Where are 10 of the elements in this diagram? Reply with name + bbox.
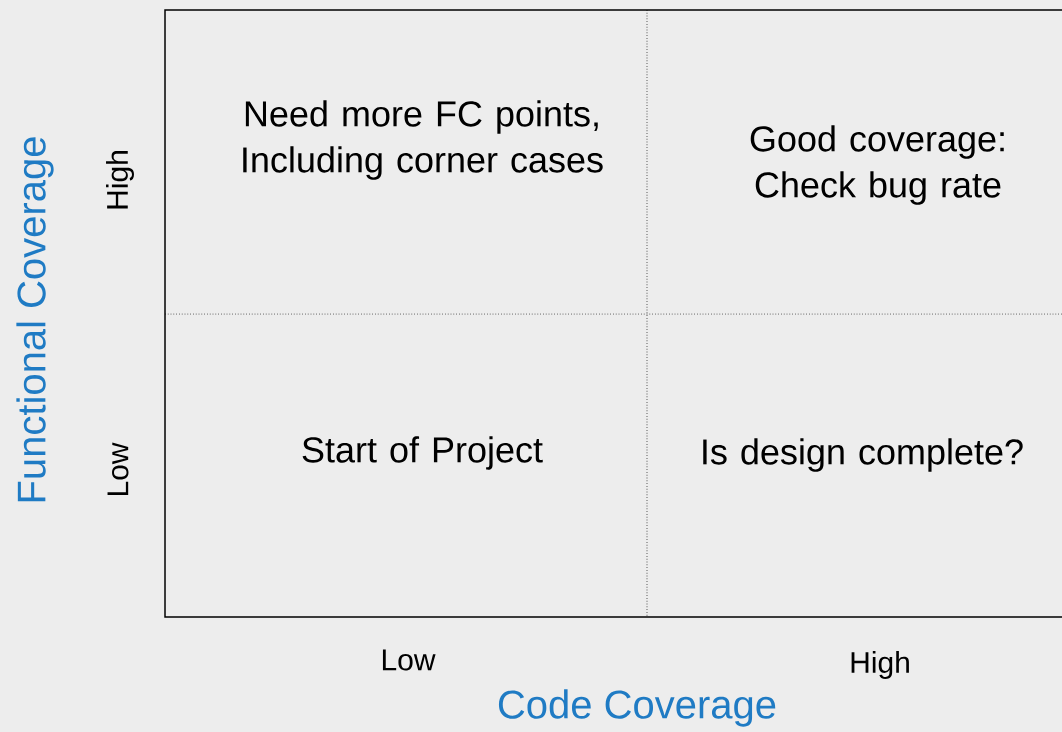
axis-tick-label: Low [382, 649, 436, 671]
quadrant-text: Is design complete? [703, 438, 1023, 472]
axis-title: Code Coverage [498, 689, 776, 727]
quadrant-text: Good coverage: Check bug rate [750, 125, 1004, 205]
axis-tick-label: High [851, 651, 909, 679]
quadrant-text: Start of Project [302, 436, 543, 470]
quadrant-text: Need more FC points, Including corner cases [243, 100, 603, 180]
axis-title: Functional Coverage [16, 137, 54, 502]
axis-tick-label: Low [107, 442, 129, 496]
axis-tick-label: High [106, 151, 134, 209]
